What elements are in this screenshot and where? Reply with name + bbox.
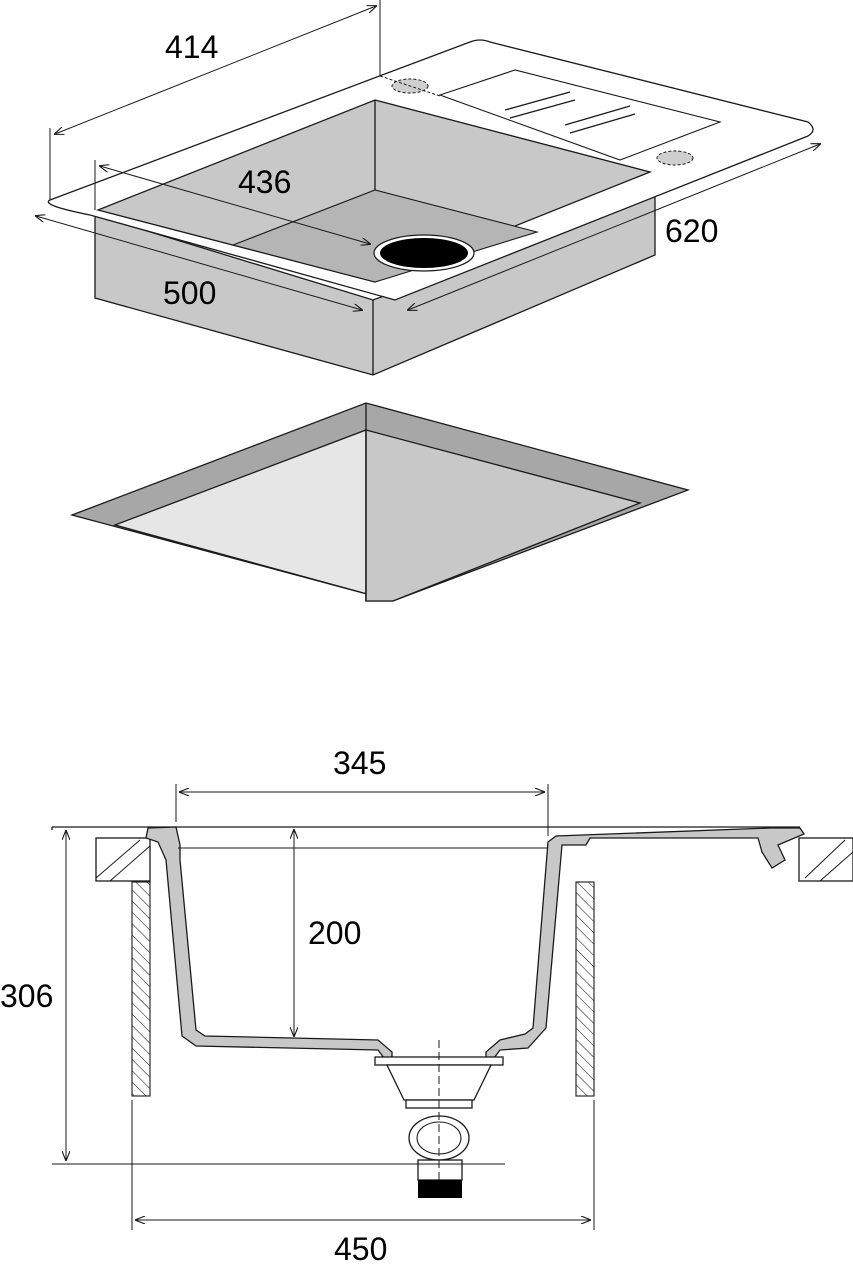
dim-cabinet-width: 450 [334,1231,387,1264]
sink-profile [145,826,805,1067]
tap-hole-icon [656,150,694,166]
cabinet-wall-right [575,881,595,1097]
countertop-left [95,837,151,882]
dim-bowl-depth: 200 [308,915,361,951]
drainboard [438,69,722,161]
dim-bowl-width: 500 [163,275,216,311]
drain-assembly [374,1040,504,1198]
countertop-right [798,837,853,882]
cross-section: 345 200 306 450 [0,745,853,1267]
dim-overall-length: 620 [665,213,718,249]
dim-top-width: 414 [165,29,218,65]
dim-bowl-length: 436 [238,164,291,200]
dim-total-height: 306 [0,978,53,1014]
isometric-sink: 414 436 500 620 [36,0,820,376]
dim-bowl-top-width: 345 [333,745,386,781]
cutout-view [69,402,691,602]
cabinet-wall-left [131,881,151,1097]
